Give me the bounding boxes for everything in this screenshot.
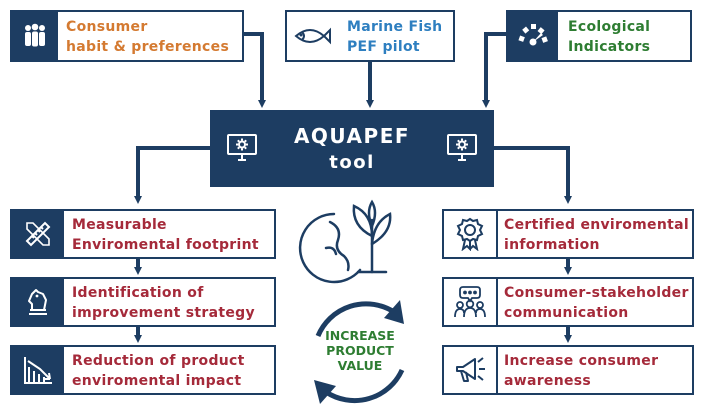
chess-knight-icon bbox=[12, 279, 64, 325]
input-marine-box: Marine Fish PEF pilot bbox=[285, 10, 455, 62]
right-outcome-3-label: Increase consumer awareness bbox=[504, 353, 659, 389]
right-outcome-2-label: Consumer-stakeholder communication bbox=[504, 285, 689, 321]
marine-fish-label: Marine Fish PEF pilot bbox=[347, 19, 443, 55]
arrow-ecological-to-tool bbox=[482, 32, 506, 108]
right-outcome-1-label: Certified enviromental information bbox=[504, 217, 689, 253]
certificate-badge-icon bbox=[444, 211, 498, 257]
left-outcome-2: Identification of improvement strategy bbox=[10, 277, 276, 327]
arrow-tool-to-left bbox=[134, 146, 210, 204]
people-chat-icon bbox=[444, 279, 498, 325]
cycle-arrowhead-top bbox=[384, 300, 404, 324]
arrow-tool-to-right bbox=[494, 146, 572, 204]
cycle-line-2: PRODUCT bbox=[326, 343, 394, 358]
input-ecological-box: Ecological Indicators bbox=[506, 10, 692, 62]
left-outcome-1: Measurable Enviromental footprint bbox=[10, 209, 276, 259]
right-outcome-3: Increase consumer awareness bbox=[442, 345, 694, 395]
globe-plant-icon bbox=[298, 199, 392, 284]
right-outcome-2: Consumer-stakeholder communication bbox=[442, 277, 694, 327]
left-outcome-3-label: Reduction of product enviromental impact bbox=[72, 353, 245, 389]
arrow-consumer-to-tool bbox=[244, 32, 266, 108]
monitor-gear-icon bbox=[446, 132, 478, 168]
tool-title: AQUAPEF bbox=[293, 124, 411, 148]
ruler-pencil-icon bbox=[12, 211, 64, 257]
left-outcome-2-label: Identification of improvement strategy bbox=[72, 285, 255, 321]
gauge-icon bbox=[508, 12, 558, 60]
left-outcome-3: Reduction of product enviromental impact bbox=[10, 345, 276, 395]
ecological-indicators-label: Ecological Indicators bbox=[568, 19, 651, 55]
consumer-habit-label: Consumer habit & preferences bbox=[66, 19, 230, 55]
monitor-gear-icon bbox=[226, 132, 258, 168]
input-consumer-box: Consumer habit & preferences bbox=[10, 10, 244, 62]
cycle-arrows-icon bbox=[315, 301, 405, 404]
megaphone-icon bbox=[444, 347, 498, 393]
people-group-icon bbox=[12, 12, 58, 60]
right-outcome-1: Certified enviromental information bbox=[442, 209, 694, 259]
cycle-line-3: VALUE bbox=[337, 358, 383, 373]
aquapef-tool-box: AQUAPEF tool bbox=[210, 110, 494, 187]
cycle-line-1: INCREASE bbox=[325, 328, 395, 343]
fish-icon bbox=[287, 12, 337, 60]
declining-chart-icon bbox=[12, 347, 64, 393]
tool-subtitle: tool bbox=[329, 152, 375, 173]
cycle-arrowhead-bottom bbox=[314, 380, 336, 404]
increase-product-value: INCREASE PRODUCT VALUE bbox=[305, 328, 415, 373]
left-outcome-1-label: Measurable Enviromental footprint bbox=[72, 217, 259, 253]
